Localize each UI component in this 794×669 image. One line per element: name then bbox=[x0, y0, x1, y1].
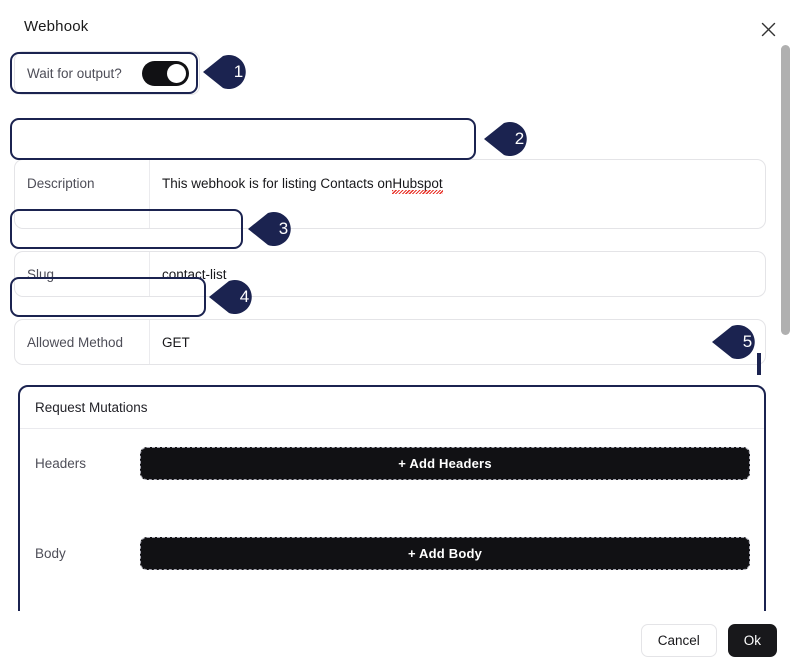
callout-badge-5-number: 5 bbox=[742, 332, 753, 351]
callout-badge-1: 1 bbox=[203, 50, 261, 94]
description-misspelled-word: Hubspot bbox=[392, 176, 443, 194]
toggle-knob bbox=[167, 63, 186, 83]
callout-badge-5-tail bbox=[757, 353, 761, 375]
allowed-method-select[interactable]: GET bbox=[150, 320, 765, 364]
callout-badge-3: 3 bbox=[248, 207, 306, 251]
callout-badge-1-number: 1 bbox=[233, 62, 244, 81]
slug-row: Slug contact-list bbox=[14, 251, 766, 297]
dialog-scroll-area: Wait for output? Description This webhoo… bbox=[0, 45, 794, 669]
teardrop-shape bbox=[209, 280, 252, 314]
description-label: Description bbox=[15, 160, 150, 228]
page-title: Webhook bbox=[24, 18, 89, 35]
scrollbar-thumb[interactable] bbox=[781, 45, 790, 335]
description-text: This webhook is for listing Contacts on bbox=[162, 176, 393, 191]
body-label: Body bbox=[35, 545, 66, 561]
teardrop-shape bbox=[203, 55, 246, 89]
cancel-button[interactable]: Cancel bbox=[640, 623, 717, 657]
teardrop-shape bbox=[712, 325, 755, 359]
callout-badge-4: 4 bbox=[209, 275, 267, 319]
add-body-button[interactable]: + Add Body bbox=[140, 536, 750, 570]
slug-label: Slug bbox=[15, 252, 150, 296]
dialog-header: Webhook bbox=[0, 18, 794, 52]
ok-button[interactable]: Ok bbox=[727, 623, 777, 657]
wait-for-output-label: Wait for output? bbox=[27, 65, 122, 81]
callout-badge-2: 2 bbox=[484, 117, 542, 161]
add-headers-button[interactable]: + Add Headers bbox=[140, 446, 750, 480]
headers-label: Headers bbox=[35, 455, 87, 471]
allowed-method-value: GET bbox=[162, 334, 190, 350]
teardrop-shape bbox=[484, 122, 527, 156]
request-mutations-card: Request Mutations Headers + Add Headers … bbox=[18, 385, 766, 633]
dialog-footer: Cancel Ok bbox=[0, 611, 794, 669]
callout-badge-5: 5 bbox=[712, 320, 770, 375]
callout-badge-2-number: 2 bbox=[514, 129, 525, 148]
allowed-method-row: Allowed Method GET bbox=[14, 319, 766, 365]
wait-for-output-toggle[interactable] bbox=[142, 60, 189, 86]
allowed-method-label: Allowed Method bbox=[15, 320, 150, 364]
description-input[interactable]: This webhook is for listing Contacts on … bbox=[150, 160, 765, 194]
body-row: Body + Add Body bbox=[20, 525, 764, 581]
wait-for-output-row: Wait for output? bbox=[14, 51, 200, 95]
callout-badge-4-number: 4 bbox=[239, 287, 250, 306]
close-icon[interactable] bbox=[755, 16, 781, 42]
scrollbar[interactable] bbox=[781, 45, 790, 335]
headers-row: Headers + Add Headers bbox=[20, 435, 764, 491]
request-mutations-title: Request Mutations bbox=[20, 387, 764, 429]
description-row: Description This webhook is for listing … bbox=[14, 159, 766, 229]
teardrop-shape bbox=[248, 212, 291, 246]
callout-badge-3-number: 3 bbox=[278, 219, 289, 238]
